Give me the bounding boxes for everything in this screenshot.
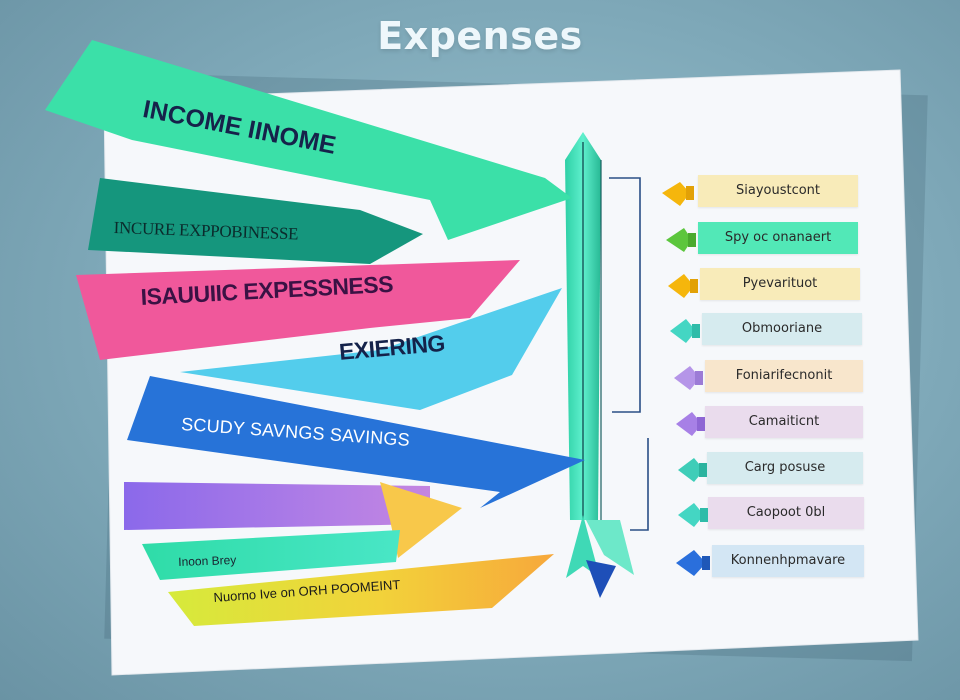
ribbon-arrows — [45, 40, 585, 626]
pin-icon — [668, 274, 698, 298]
ribbon-arrow-4 — [180, 288, 562, 410]
tag-item: Foniarifecnonit — [705, 360, 863, 392]
bracket-upper — [609, 177, 641, 413]
pin-icon — [678, 503, 708, 527]
tag-item: Caopoot 0bl — [708, 497, 864, 529]
tag-item: Obmooriane — [702, 313, 862, 345]
pin-icon — [666, 228, 696, 252]
ribbon-arrow-purple — [124, 482, 430, 530]
pin-icon — [676, 550, 710, 576]
tag-item: Konnenhpmavare — [712, 545, 864, 577]
tag-item: Camaiticnt — [705, 406, 863, 438]
ribbon-arrow-2 — [88, 178, 423, 264]
central-arrow — [565, 132, 634, 598]
ribbon-arrow-1 — [45, 40, 572, 240]
bracket-lower — [630, 438, 649, 531]
ribbon-arrow-7 — [168, 554, 554, 626]
tag-item: Siayoustcont — [698, 175, 858, 207]
ribbon-arrow-5 — [127, 376, 585, 508]
page-title: Expenses — [377, 14, 583, 58]
pin-icon — [676, 412, 705, 436]
tag-item: Pyevarituot — [700, 268, 860, 300]
pin-icon — [674, 366, 703, 390]
pin-icon — [662, 182, 694, 206]
ribbon-arrow-3 — [76, 260, 520, 360]
pin-icon — [678, 458, 707, 482]
tag-item: Spy oc onanaert — [698, 222, 858, 254]
ribbon-arrow-tip-yellow — [380, 482, 462, 558]
tag-item: Carg posuse — [707, 452, 863, 484]
pin-icon — [670, 319, 700, 343]
ribbon-arrow-6 — [142, 530, 400, 580]
